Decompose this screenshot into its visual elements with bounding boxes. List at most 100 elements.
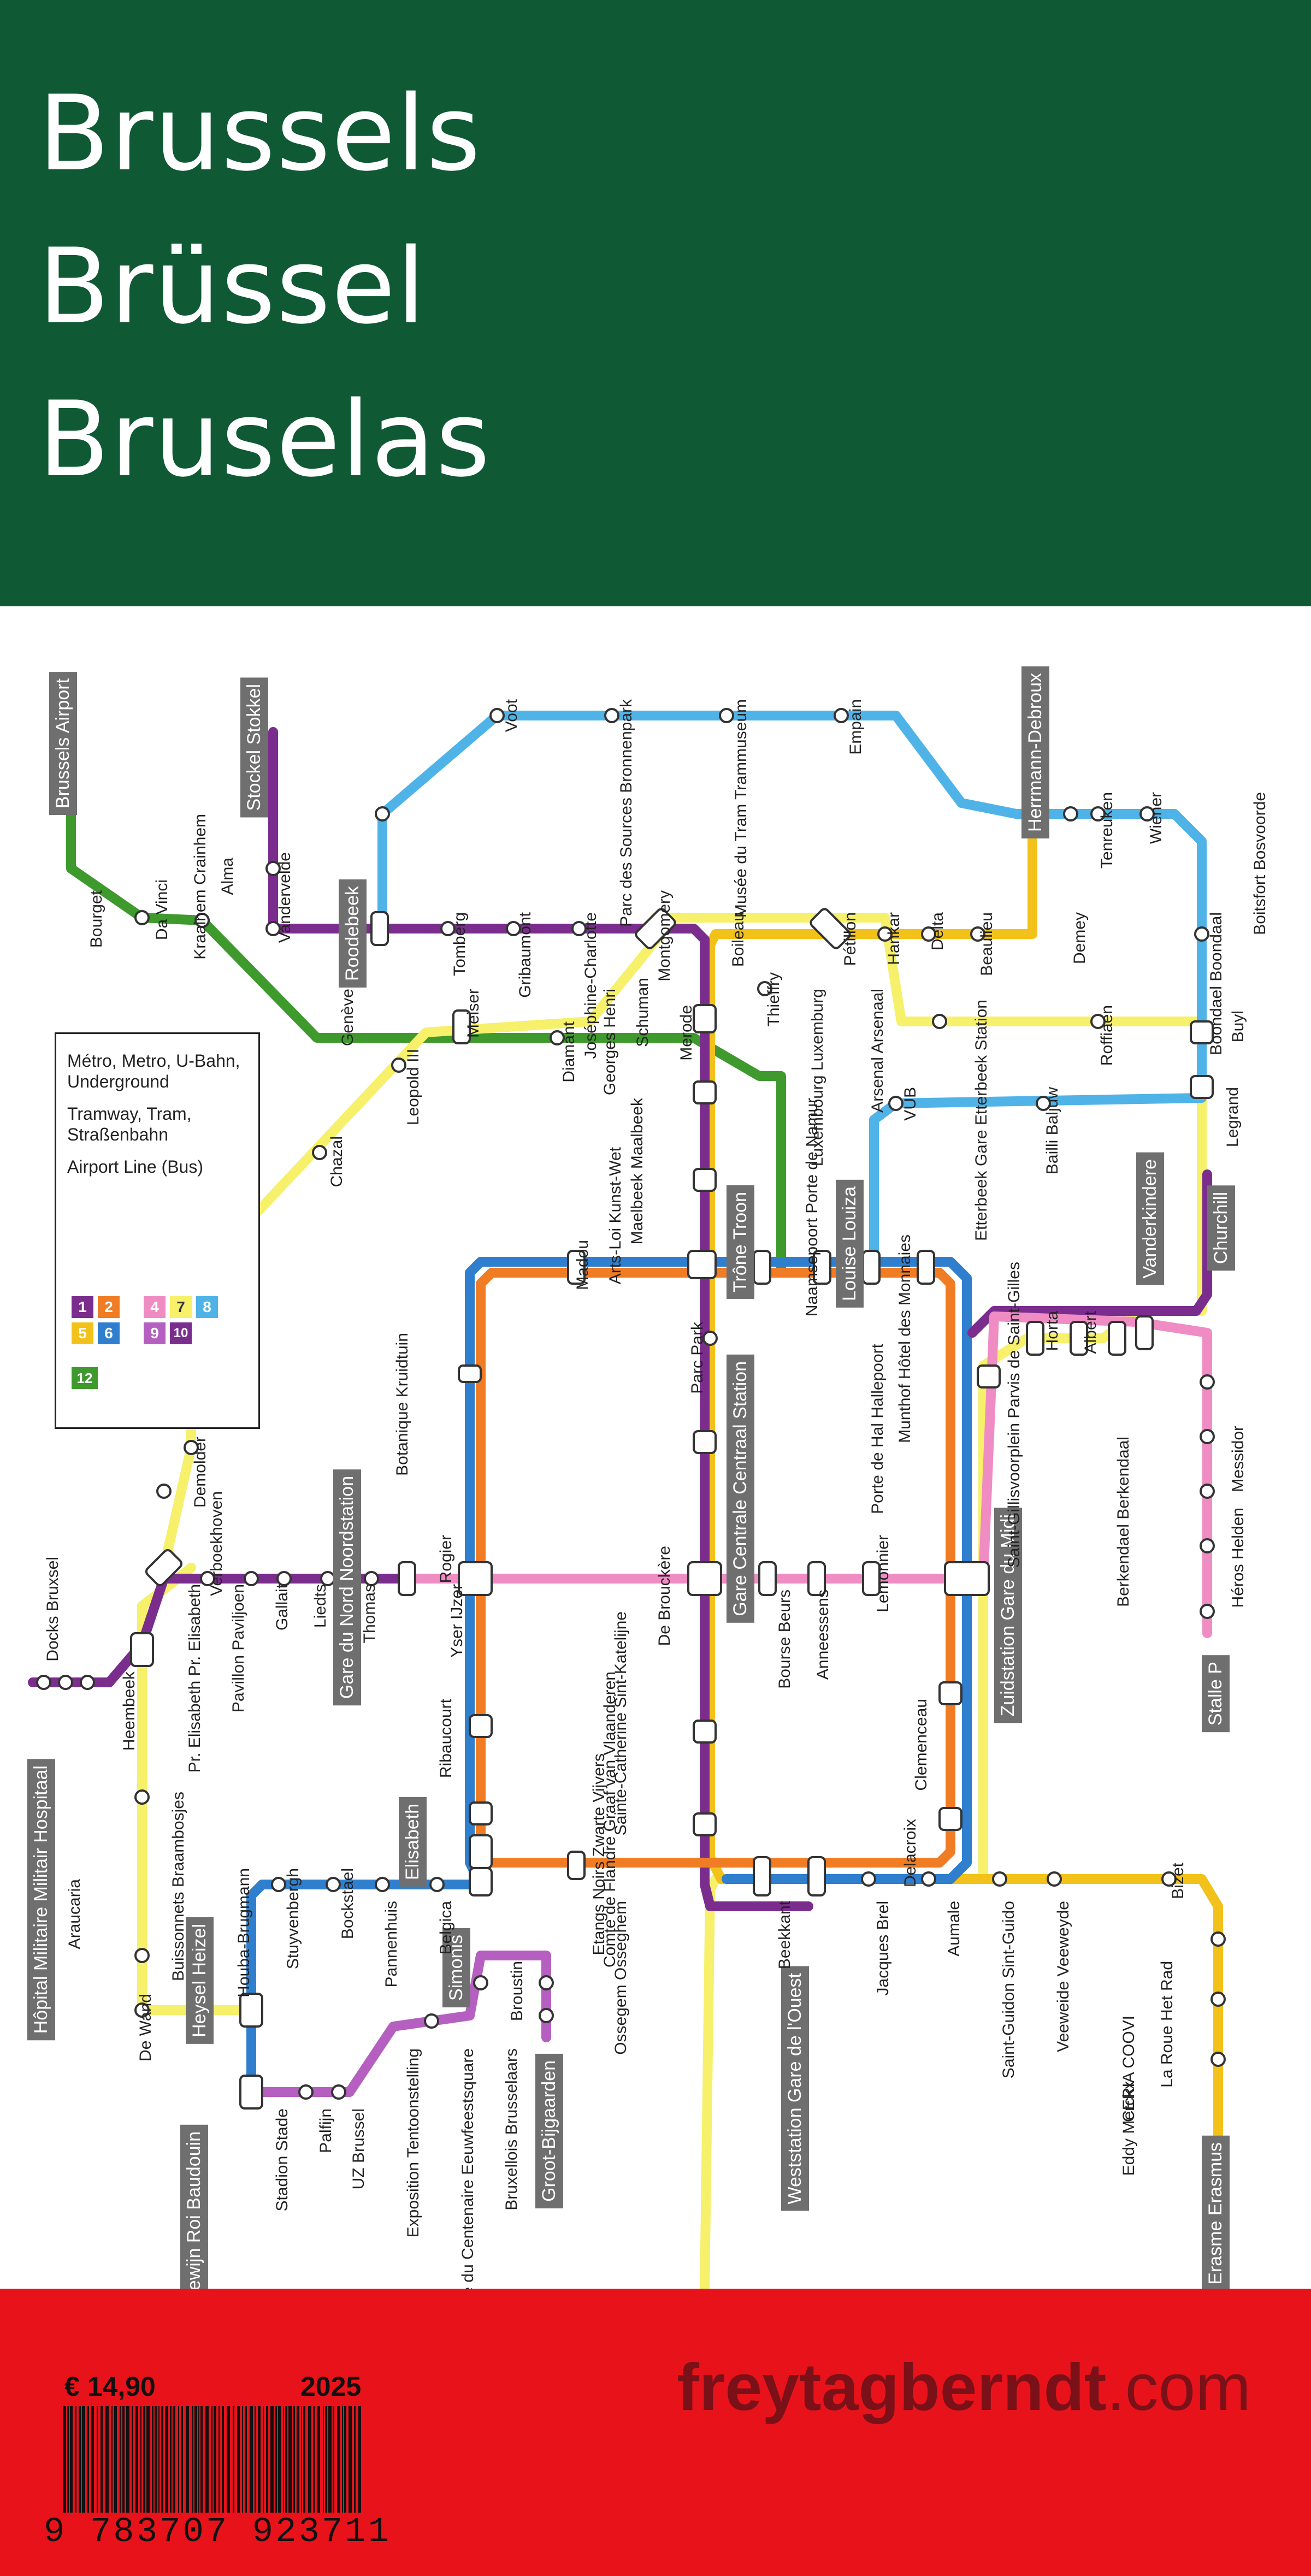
station-label[interactable]: Vandervelde xyxy=(276,852,294,943)
interchange[interactable] xyxy=(1108,1321,1126,1356)
station-dot[interactable] xyxy=(134,1948,150,1963)
station-dot[interactable] xyxy=(364,1571,379,1586)
interchange[interactable] xyxy=(693,1430,717,1454)
station-label[interactable]: Naamsepoort Porte de Namur xyxy=(803,1098,821,1317)
station-dot[interactable] xyxy=(1200,1604,1215,1619)
interchange[interactable] xyxy=(687,1561,722,1596)
station-label[interactable]: Maelbeek Maalbeek xyxy=(628,1098,646,1245)
interchange[interactable] xyxy=(917,1250,935,1285)
interchange[interactable] xyxy=(693,1720,717,1744)
station-dot[interactable] xyxy=(571,921,587,936)
station-label[interactable]: Docks Bruxsel xyxy=(44,1557,62,1662)
station-label-boxed[interactable]: Gare Centrale Centraal Station xyxy=(727,1355,754,1623)
station-label[interactable]: Lemonnier xyxy=(874,1535,892,1612)
station-dot[interactable] xyxy=(320,1571,335,1586)
station-label[interactable]: Héros Helden xyxy=(1229,1508,1247,1608)
station-label[interactable]: Bruxellois Brusselaars xyxy=(503,2048,521,2211)
interchange[interactable] xyxy=(469,1801,493,1825)
station-dot[interactable] xyxy=(921,1871,936,1887)
station-label[interactable]: Belgica xyxy=(437,1901,455,1955)
station-dot[interactable] xyxy=(429,1877,445,1892)
station-label[interactable]: Bizet xyxy=(1169,1863,1187,1899)
interchange[interactable] xyxy=(693,1168,717,1192)
interchange[interactable] xyxy=(567,1250,586,1285)
station-label[interactable]: Thomas xyxy=(361,1584,379,1644)
station-label[interactable]: Verboekhoven xyxy=(208,1491,226,1596)
station-label[interactable]: Georges Henri xyxy=(601,989,619,1096)
station-dot[interactable] xyxy=(375,1877,390,1892)
station-label[interactable]: Messidor xyxy=(1229,1426,1247,1492)
interchange[interactable] xyxy=(1070,1321,1088,1356)
station-dot[interactable] xyxy=(331,2084,346,2100)
station-label[interactable]: Genève xyxy=(339,989,357,1047)
station-label[interactable]: Delta xyxy=(929,912,947,951)
station-label[interactable]: Beekkant xyxy=(776,1901,794,1970)
station-label[interactable]: Alma xyxy=(218,858,237,895)
station-label[interactable]: Saint-Gillisvoorplein Parvis de Saint-Gi… xyxy=(1005,1262,1023,1568)
station-label[interactable]: Broustin xyxy=(508,1961,526,2022)
interchange[interactable] xyxy=(693,1004,717,1033)
station-dot[interactable] xyxy=(298,2084,314,2100)
station-dot[interactable] xyxy=(1161,1871,1177,1887)
interchange[interactable] xyxy=(687,1250,717,1279)
interchange[interactable] xyxy=(807,1856,826,1896)
station-label[interactable]: Musée du Tram Trammuseum xyxy=(732,699,750,918)
station-label[interactable]: Voot xyxy=(503,699,521,732)
station-label[interactable]: Buissonnets Braambosjes xyxy=(169,1792,187,1981)
interchange[interactable] xyxy=(469,1834,493,1869)
interchange[interactable] xyxy=(944,1561,990,1596)
station-label-boxed[interactable]: Hôpital Militaire Militair Hospitaal xyxy=(27,1759,55,2041)
station-label[interactable]: Gallait xyxy=(273,1584,291,1631)
station-label[interactable]: De Brouckère xyxy=(656,1546,674,1646)
station-dot[interactable] xyxy=(1036,1096,1051,1111)
station-dot[interactable] xyxy=(1210,1931,1226,1947)
interchange[interactable] xyxy=(862,1250,881,1285)
station-label[interactable]: Aumale xyxy=(945,1901,963,1957)
station-label[interactable]: Anneessens xyxy=(814,1590,832,1680)
station-dot[interactable] xyxy=(184,1440,199,1455)
station-dot[interactable] xyxy=(604,708,619,723)
interchange[interactable] xyxy=(469,1714,493,1738)
station-label[interactable]: Wiener xyxy=(1147,792,1165,844)
station-label[interactable]: Da Vinci xyxy=(153,879,171,941)
station-dot[interactable] xyxy=(391,1057,406,1073)
station-label[interactable]: Madou xyxy=(574,1240,592,1290)
interchange[interactable] xyxy=(938,1681,962,1705)
station-label[interactable]: Albert xyxy=(1082,1311,1100,1354)
station-dot[interactable] xyxy=(1200,1484,1215,1499)
station-label[interactable]: Ossegem Osseghem xyxy=(612,1901,630,2055)
interchange[interactable] xyxy=(1190,1020,1214,1044)
station-label-boxed[interactable]: Louise Louiza xyxy=(836,1180,864,1308)
station-label[interactable]: Arts-Loi Kunst-Wet xyxy=(606,1147,624,1285)
station-dot[interactable] xyxy=(80,1675,95,1690)
station-label[interactable]: Yser IJzer xyxy=(448,1584,466,1658)
station-dot[interactable] xyxy=(265,921,281,936)
interchange[interactable] xyxy=(458,1561,493,1596)
station-label[interactable]: Horta xyxy=(1043,1311,1061,1351)
station-label[interactable]: Pannenhuis xyxy=(382,1901,400,1988)
interchange[interactable] xyxy=(862,1561,881,1596)
station-dot[interactable] xyxy=(1047,1871,1062,1887)
station-label[interactable]: VUB xyxy=(901,1087,919,1121)
station-label[interactable]: Eddy Merckx xyxy=(1120,2081,1138,2176)
station-label-boxed[interactable]: Herrmann-Debroux xyxy=(1021,666,1049,838)
station-dot[interactable] xyxy=(921,926,936,942)
interchange[interactable] xyxy=(567,1851,586,1880)
station-dot[interactable] xyxy=(271,1877,286,1892)
station-dot[interactable] xyxy=(757,981,772,996)
station-dot[interactable] xyxy=(473,1975,488,1990)
station-dot[interactable] xyxy=(200,1571,215,1586)
station-label[interactable]: Etterbeek Gare Etterbeek Station xyxy=(972,1000,990,1241)
station-label[interactable]: Botanique Kruidtuin xyxy=(393,1333,411,1476)
station-label[interactable]: Leopold III xyxy=(404,1049,422,1126)
station-dot[interactable] xyxy=(1090,806,1106,822)
interchange[interactable] xyxy=(634,907,677,950)
station-dot[interactable] xyxy=(375,806,390,822)
station-label[interactable]: Etangs Noirs Zwarte Vijvers xyxy=(590,1753,608,1955)
station-dot[interactable] xyxy=(888,1096,903,1111)
interchange[interactable] xyxy=(370,911,389,946)
station-label[interactable]: Empain xyxy=(847,699,865,755)
station-label-boxed[interactable]: Roodebeek xyxy=(339,879,367,988)
station-label[interactable]: Ribaucourt xyxy=(437,1699,455,1779)
station-label[interactable]: Jacques Brel xyxy=(874,1901,892,1996)
